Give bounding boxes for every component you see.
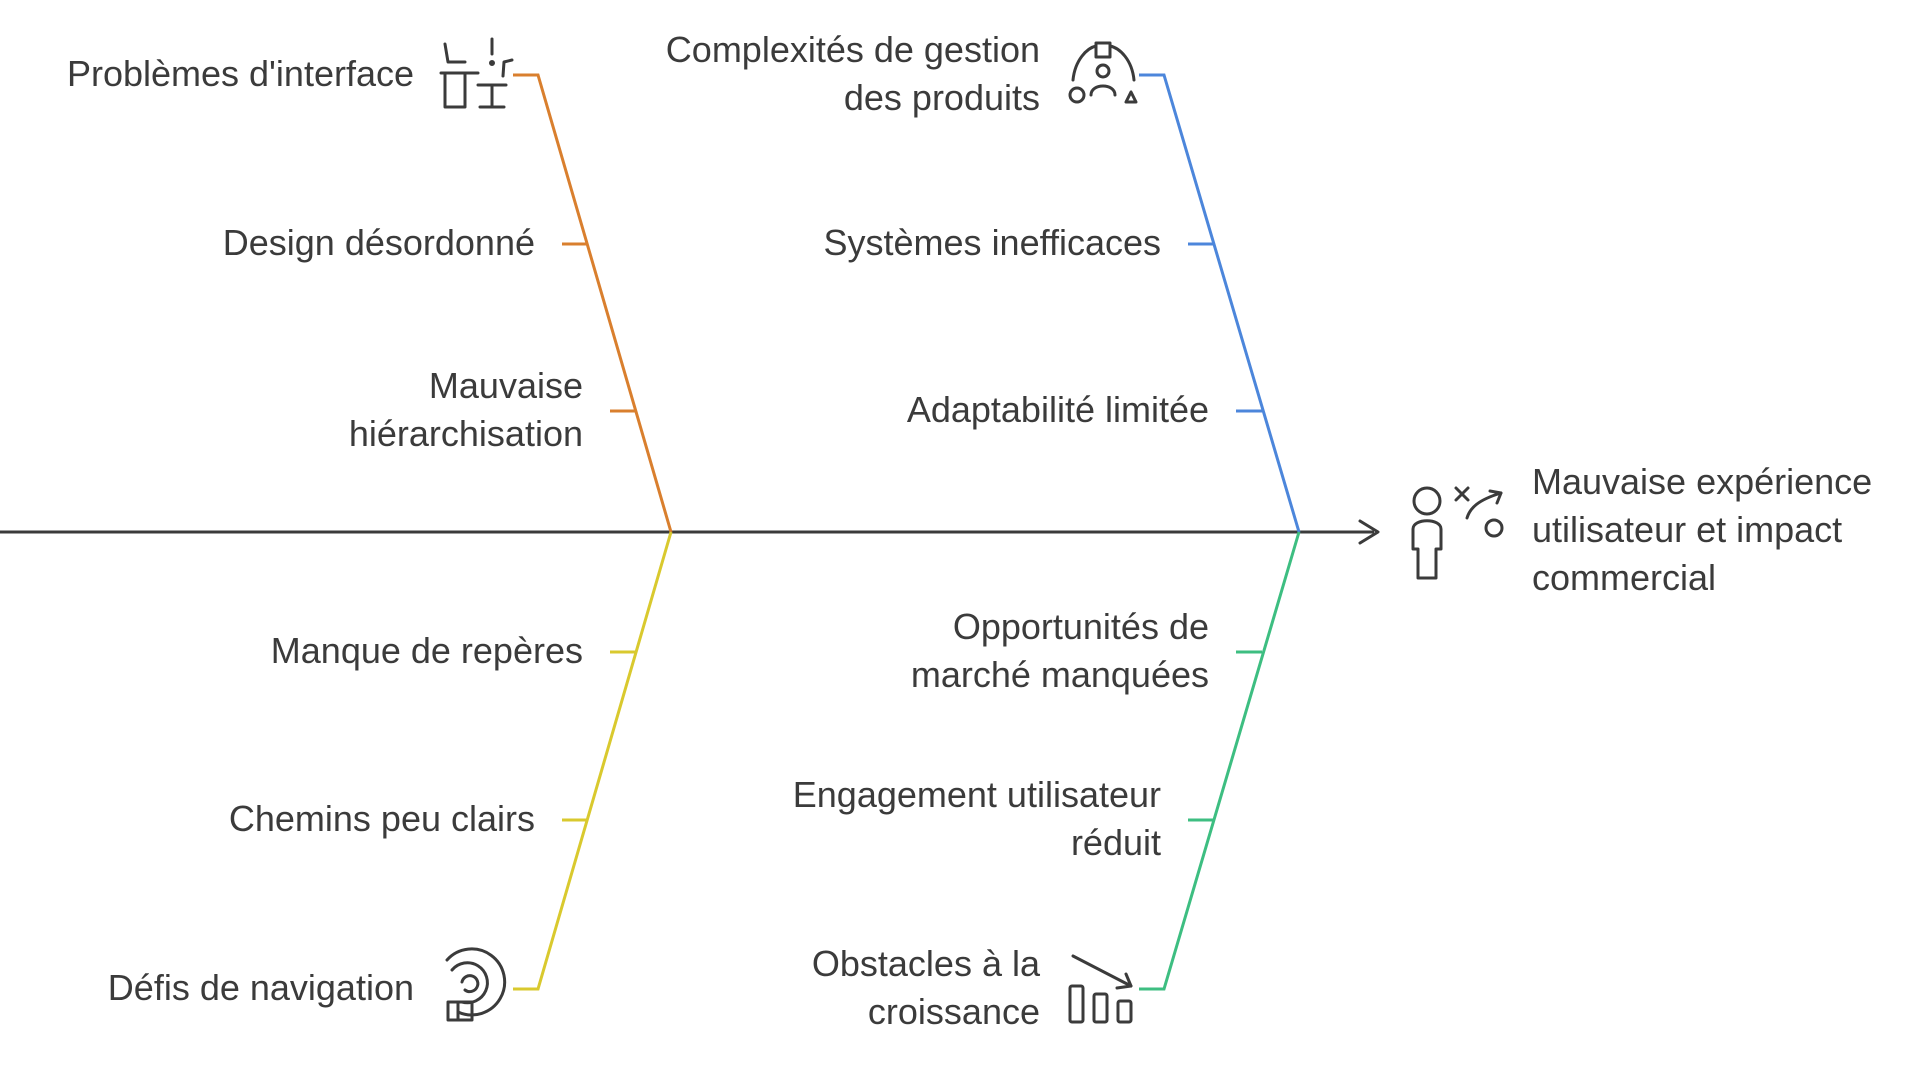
cause-label-engagement: Engagement utilisateur réduit bbox=[792, 774, 1161, 863]
user-x-arrow-icon bbox=[1411, 486, 1504, 580]
spine-arrowhead bbox=[1358, 519, 1380, 545]
shapes-person-icon bbox=[1068, 41, 1138, 104]
category-label-interface: Problèmes d'interface bbox=[66, 53, 414, 94]
cause-label-systems: Systèmes inefficaces bbox=[823, 222, 1161, 263]
category-label-growth: Obstacles à la croissance bbox=[811, 943, 1040, 1032]
branch-growth-bone bbox=[1139, 531, 1301, 991]
branch-navigation bbox=[513, 531, 673, 991]
navigation-maze-icon bbox=[445, 947, 507, 1022]
cause-label-landmarks: Manque de repères bbox=[270, 630, 583, 671]
category-label-navigation: Défis de navigation bbox=[107, 967, 414, 1008]
cause-label-hierarchy: Mauvaise hiérarchisation bbox=[348, 365, 583, 454]
branch-products-bone bbox=[1139, 73, 1301, 533]
branch-interface-bone bbox=[513, 73, 673, 533]
cause-label-opportunities: Opportunités de marché manquées bbox=[910, 606, 1209, 695]
cause-label-design: Design désordonné bbox=[222, 222, 535, 263]
branch-navigation-bone bbox=[513, 531, 673, 991]
declining-bars-icon bbox=[1068, 954, 1133, 1024]
desk-alert-icon bbox=[439, 37, 514, 109]
branch-interface bbox=[513, 73, 673, 533]
category-label-products: Complexités de gestion des produits bbox=[665, 29, 1040, 118]
branch-products bbox=[1139, 73, 1301, 533]
cause-label-paths: Chemins peu clairs bbox=[228, 798, 535, 839]
effect-label: Mauvaise expérience utilisateur et impac… bbox=[1532, 461, 1873, 598]
cause-label-adaptability: Adaptabilité limitée bbox=[906, 389, 1209, 430]
branch-growth bbox=[1139, 531, 1301, 991]
